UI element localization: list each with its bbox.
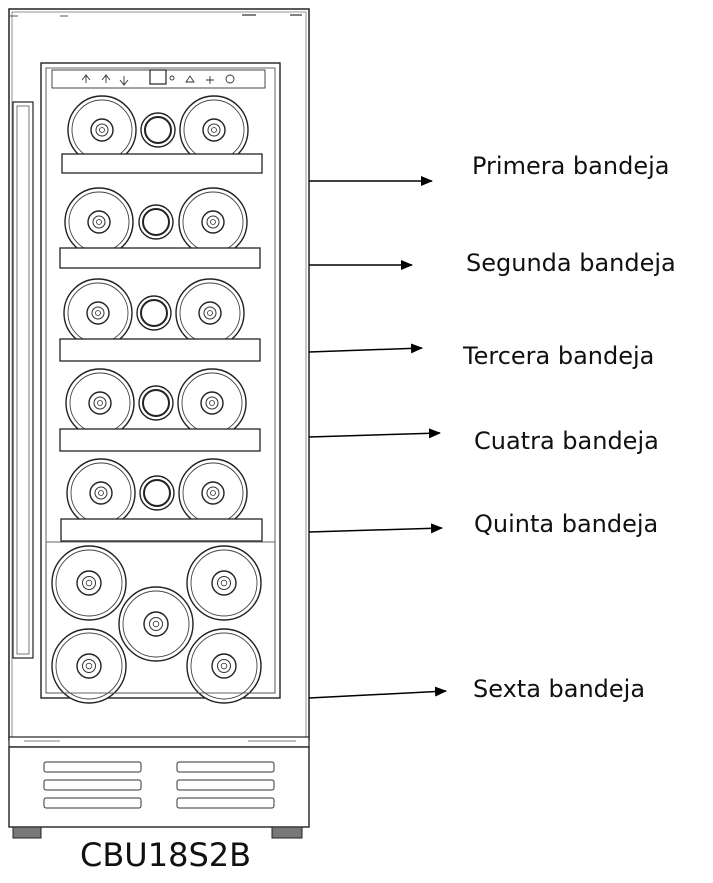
light-icon bbox=[81, 74, 91, 83]
indicator-icon bbox=[169, 75, 175, 81]
arrow-quinta bbox=[308, 523, 443, 534]
cabinet-feet bbox=[12, 826, 303, 839]
shelf-3 bbox=[59, 278, 261, 362]
control-panel bbox=[51, 69, 266, 89]
door-handle bbox=[12, 101, 34, 659]
pointer-arrows bbox=[308, 176, 447, 699]
bottom-hinge-strip bbox=[8, 736, 310, 748]
ventilation-grille bbox=[8, 746, 310, 828]
label-quinta-bandeja: Quinta bandeja bbox=[474, 510, 659, 538]
display-icon bbox=[149, 69, 167, 85]
model-number: CBU18S2B bbox=[80, 836, 252, 874]
arrow-tercera bbox=[308, 343, 423, 354]
label-primera-bandeja: Primera bandeja bbox=[472, 152, 670, 180]
shelf-6 bbox=[45, 541, 276, 704]
temp-down-icon bbox=[119, 76, 129, 86]
shelf-1 bbox=[61, 95, 263, 174]
zone-icon bbox=[185, 75, 195, 83]
label-segunda-bandeja: Segunda bandeja bbox=[466, 249, 676, 277]
arrow-sexta bbox=[308, 686, 447, 699]
unit-icon bbox=[206, 76, 214, 84]
label-cuatra-bandeja: Cuatra bandeja bbox=[474, 427, 659, 455]
shelf-4 bbox=[59, 368, 261, 452]
label-tercera-bandeja: Tercera bandeja bbox=[463, 342, 655, 370]
label-sexta-bandeja: Sexta bandeja bbox=[473, 675, 646, 703]
power-icon bbox=[225, 74, 235, 84]
shelf-2 bbox=[59, 187, 261, 269]
temp-up-icon bbox=[101, 74, 111, 83]
shelf-5 bbox=[60, 458, 263, 542]
arrow-cuatra bbox=[308, 428, 441, 439]
